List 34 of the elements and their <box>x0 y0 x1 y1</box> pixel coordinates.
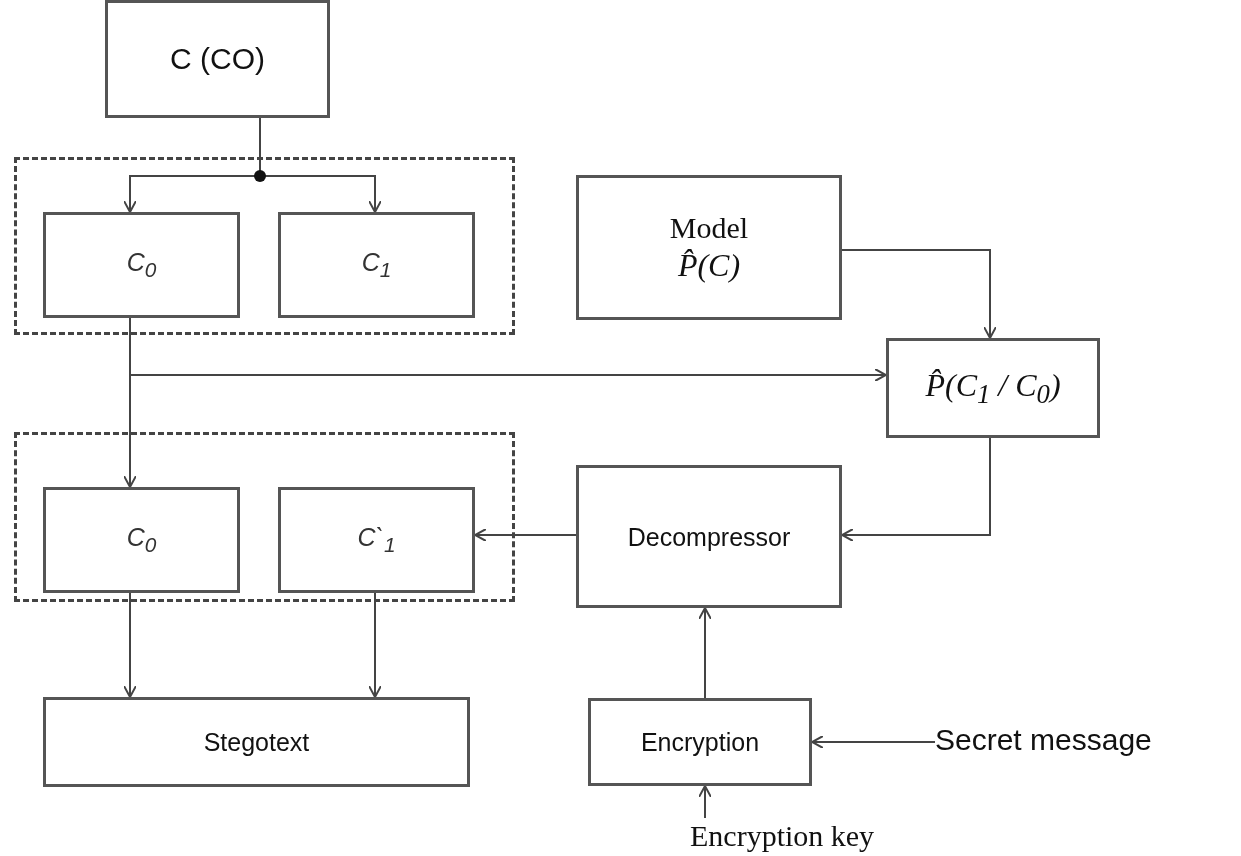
process-box <box>43 212 240 318</box>
box-label: C$_{1}$ <box>361 247 392 283</box>
arrow <box>474 528 577 542</box>
box-label: C`$_{1}$ <box>357 522 396 558</box>
arrow <box>123 592 137 698</box>
label-text: Encryption key <box>690 818 875 854</box>
process-box <box>278 212 475 318</box>
process-box <box>105 0 330 118</box>
process-box <box>886 338 1100 438</box>
box-label: C (CO) <box>170 41 265 77</box>
box-label: P̂(C$_{1}$ / C$_{0}$) <box>925 365 1061 411</box>
process-box <box>588 698 812 786</box>
dashed-group-box <box>14 432 515 602</box>
box-heading: Model <box>669 210 749 247</box>
box-label: C$_{0}$ <box>126 247 157 283</box>
arrow <box>368 592 382 698</box>
arrow <box>841 437 991 542</box>
arrow <box>129 317 887 382</box>
process-box <box>576 175 842 320</box>
arrow <box>841 249 997 339</box>
dashed-group-box <box>14 157 515 335</box>
arrow <box>698 607 712 699</box>
box-label: P̂(C) <box>677 246 741 285</box>
box-label: C$_{0}$ <box>126 522 157 558</box>
process-box <box>43 487 240 593</box>
arrow <box>698 785 712 819</box>
process-box <box>576 465 842 608</box>
label-text: Secret message <box>935 722 1152 758</box>
process-box <box>43 697 470 787</box>
box-label: Encryption <box>640 727 760 757</box>
box-label: Stegotext <box>203 727 310 757</box>
box-label: Decompressor <box>627 521 791 552</box>
arrow <box>811 735 936 749</box>
process-box <box>278 487 475 593</box>
